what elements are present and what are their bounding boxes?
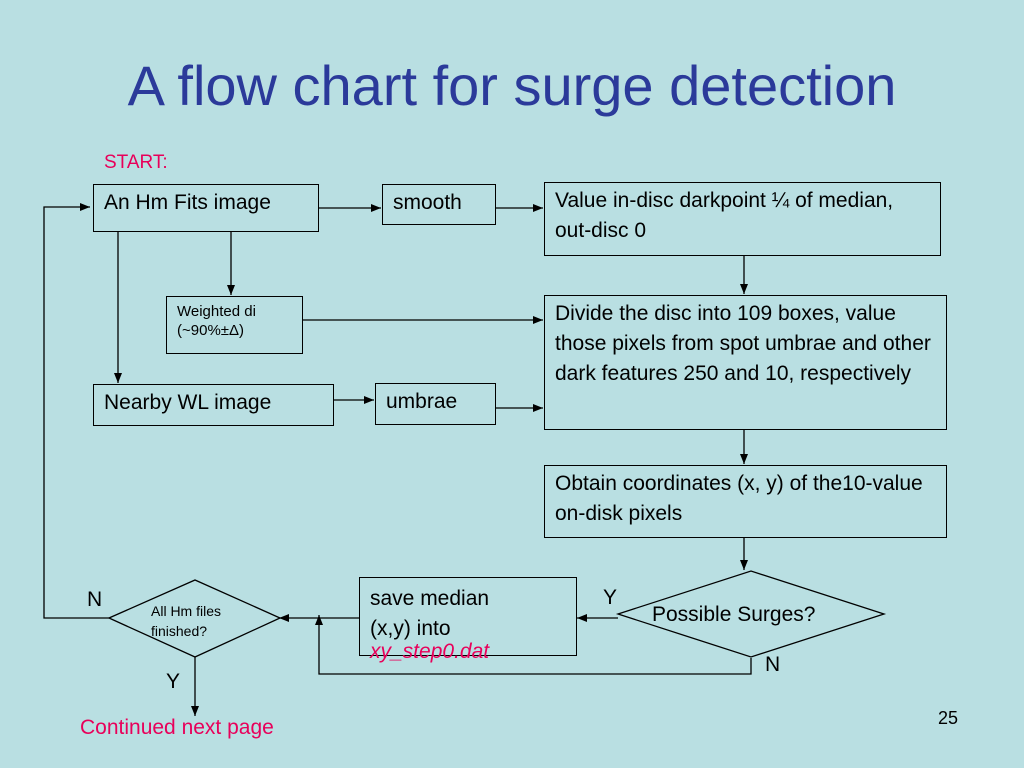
node-smooth: smooth [382,184,496,225]
node-value-darkpoint: Value in-disc darkpoint ¼ of median, out… [544,182,941,256]
node-obtain-coordinates: Obtain coordinates (x, y) of the10-value… [544,465,947,538]
all-finished-line1: All Hm files [151,603,222,619]
weighted-line1: Weighted di [177,303,256,320]
arrow-surges-no-bypass [315,615,752,675]
page-number: 25 [938,708,959,728]
all-finished-label: All Hm files finished? [151,601,221,641]
save-median-text: save median (x,y) into [370,587,490,640]
node-weighted-diff: Weighted di (~90%±Δ) [166,296,303,354]
node-save-median: save median (x,y) into xy_step0.dat [359,577,577,663]
save-file-name: xy_step0.dat [370,640,490,663]
start-label: START: [104,152,168,173]
possible-surges-diamond [615,570,887,658]
finished-yes-label: Y [166,670,181,693]
surges-yes-label: Y [603,586,618,609]
surges-no-label: N [765,653,781,676]
all-finished-diamond [107,579,282,658]
all-finished-line2: finished? [151,623,208,639]
node-divide-disc: Divide the disc into 109 boxes, value th… [544,295,947,430]
node-nearby-wl-image: Nearby WL image [93,384,334,426]
node-hm-fits-image: An Hm Fits image [93,184,319,232]
possible-surges-label: Possible Surges? [652,603,816,626]
arrow-finished-no-loop [43,203,109,619]
finished-no-label: N [87,588,103,611]
weighted-line2: (~90%±Δ) [177,322,245,339]
node-umbrae: umbrae [375,383,496,425]
slide-title: A flow chart for surge detection [127,54,897,117]
continued-next-page: Continued next page [80,716,274,739]
